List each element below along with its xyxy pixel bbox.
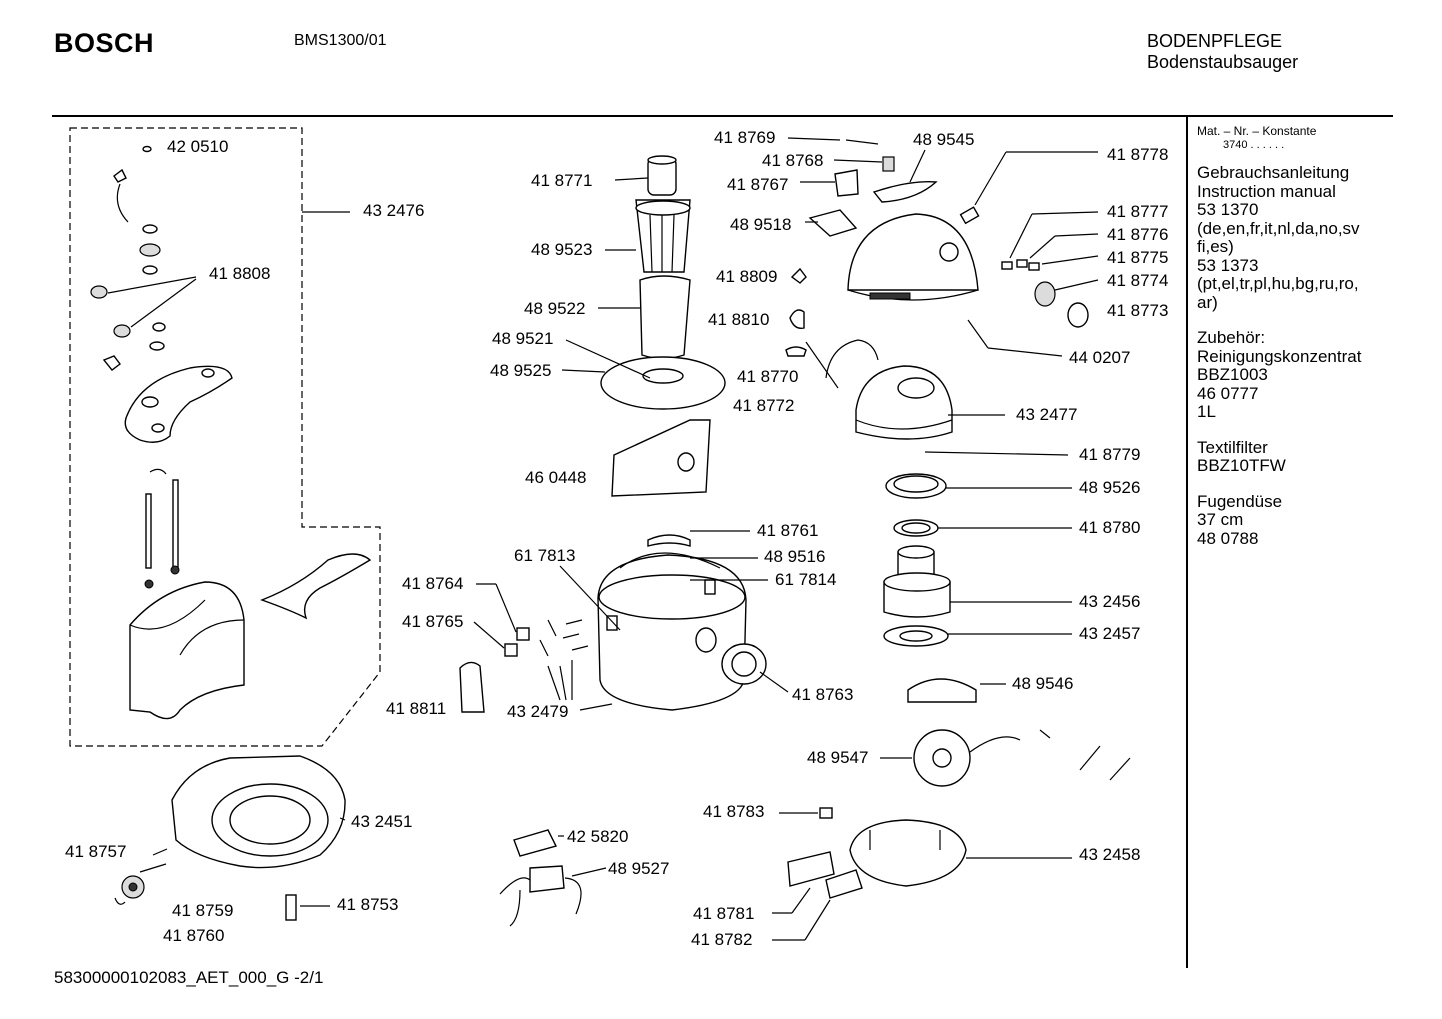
header-divider (52, 115, 1393, 117)
part-label: 41 8765 (402, 612, 464, 631)
info-sidebar: Mat. – Nr. – Konstante 3740 . . . . . . … (1197, 124, 1387, 548)
part-label: 48 9518 (730, 215, 792, 234)
manual-2-number: 53 1373 (1197, 255, 1259, 275)
part-label: 41 8753 (337, 895, 399, 914)
mat-value: 3740 . . . . . . (1223, 139, 1285, 151)
part-label: 41 8772 (733, 396, 795, 415)
header-category: BODENPFLEGE Bodenstaubsauger (1147, 31, 1298, 73)
manual-2-languages-cont: ar) (1197, 292, 1218, 312)
part-label: 61 7814 (775, 570, 837, 589)
part-label: 41 8781 (693, 904, 755, 923)
part-label: 41 8809 (716, 267, 778, 286)
part-label: 41 8767 (727, 175, 789, 194)
leader-lines (300, 137, 1099, 941)
part-label: 41 8808 (209, 264, 271, 283)
motor-base (849, 819, 967, 887)
part-label: 43 2458 (1079, 845, 1141, 864)
nozzle-number: 48 0788 (1197, 528, 1259, 548)
part-label: 48 9527 (608, 859, 670, 878)
part-label: 48 9522 (524, 299, 586, 318)
manual-2-languages: (pt,el,tr,pl,hu,bg,ru,ro, (1197, 274, 1359, 293)
mat-title: Mat. – Nr. – Konstante (1197, 124, 1317, 138)
part-label: 41 8780 (1079, 518, 1141, 537)
part-label: 41 8776 (1107, 225, 1169, 244)
part-label: 41 8775 (1107, 248, 1169, 267)
manual-title-de: Gebrauchsanleitung (1197, 163, 1350, 182)
part-label: 43 2457 (1079, 624, 1141, 643)
part-label: 41 8760 (163, 926, 225, 945)
part-label: 41 8759 (172, 901, 234, 920)
category-subtitle: Bodenstaubsauger (1147, 52, 1299, 72)
sidebar-divider (1186, 116, 1188, 968)
part-label: 43 2477 (1016, 405, 1078, 424)
accessory-quantity: 1L (1197, 402, 1216, 421)
part-label: 41 8811 (386, 699, 447, 718)
part-label: 48 9547 (807, 748, 869, 767)
part-label: 44 0207 (1069, 348, 1131, 367)
group-frame (69, 127, 381, 747)
model-number: BMS1300/01 (294, 32, 387, 49)
part-label: 48 9523 (531, 240, 593, 259)
part-label: 48 9525 (490, 361, 552, 380)
accessory-title: Zubehör: (1197, 328, 1266, 347)
filter-title: Textilfilter (1197, 437, 1268, 457)
manual-1-languages-cont: fi,es) (1197, 237, 1234, 256)
filter-code: BBZ10TFW (1197, 456, 1286, 475)
part-label: 48 9546 (1012, 674, 1074, 693)
nozzle-title: Fugendüse (1197, 491, 1283, 511)
part-label: 41 8778 (1107, 145, 1169, 164)
part-label: 41 8779 (1079, 445, 1141, 464)
accessory-number: 46 0777 (1197, 383, 1259, 403)
accessory-name: Reinigungskonzentrat (1197, 346, 1362, 366)
part-label: 43 2456 (1079, 592, 1141, 611)
accessory-code: BBZ1003 (1197, 365, 1268, 384)
part-label: 43 2476 (363, 201, 425, 220)
part-label: 42 0510 (167, 137, 229, 156)
nozzle-length: 37 cm (1197, 510, 1244, 529)
part-label: 41 8764 (402, 574, 464, 593)
part-label: 46 0448 (525, 468, 587, 487)
part-label: 48 9521 (492, 329, 554, 348)
part-label: 41 8782 (691, 930, 753, 949)
manual-title-en: Instruction manual (1197, 181, 1336, 201)
part-label: 41 8761 (757, 521, 819, 540)
part-label: 43 2479 (507, 702, 569, 721)
washer-small (142, 145, 152, 153)
part-label: 48 9545 (913, 130, 975, 149)
part-label: 41 8777 (1107, 202, 1169, 221)
document-code: 58300000102083_AET_000_G -2/1 (54, 968, 324, 987)
part-label: 48 9516 (764, 547, 826, 566)
part-label: 41 8774 (1107, 271, 1169, 290)
part-label: 48 9526 (1079, 478, 1141, 497)
part-label: 42 5820 (567, 827, 629, 846)
part-label: 41 8783 (703, 802, 765, 821)
brand-logo: BOSCH (54, 28, 155, 58)
part-label: 41 8810 (708, 310, 770, 329)
part-label: 41 8768 (762, 151, 824, 170)
manual-1-number: 53 1370 (1197, 200, 1259, 219)
part-label: 41 8763 (792, 685, 854, 704)
part-label: 43 2451 (351, 812, 413, 831)
part-label: 41 8773 (1107, 301, 1169, 320)
part-label: 41 8770 (737, 367, 799, 386)
manual-1-languages: (de,en,fr,it,nl,da,no,sv (1197, 218, 1360, 238)
part-label: 41 8769 (714, 128, 776, 147)
cover-dome (847, 213, 979, 291)
category-title: BODENPFLEGE (1147, 31, 1283, 51)
part-label: 41 8757 (65, 842, 127, 861)
part-label: 61 7813 (514, 546, 576, 565)
part-label: 41 8771 (531, 171, 593, 190)
